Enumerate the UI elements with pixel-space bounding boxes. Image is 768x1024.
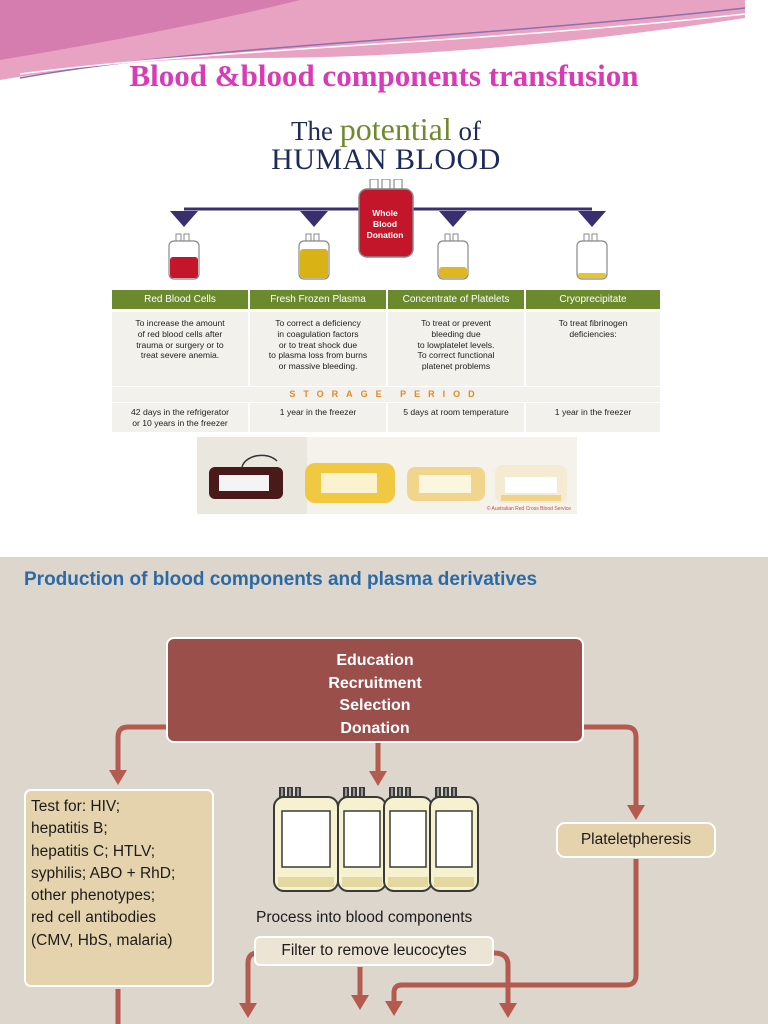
arrow-platelet-return bbox=[391, 859, 639, 1003]
column-header-plasma: Fresh Frozen Plasma bbox=[250, 290, 386, 309]
column-description-plasma: To correct a deficiency in coagulation f… bbox=[250, 312, 386, 386]
infographic-title-line2: HUMAN BLOOD bbox=[271, 143, 501, 176]
donation-label: Donation bbox=[340, 719, 410, 737]
down-arrow-icon bbox=[578, 211, 606, 227]
cryo-bag-icon bbox=[576, 233, 608, 280]
whole-blood-bag-icon bbox=[358, 179, 414, 258]
down-arrow-icon bbox=[300, 211, 328, 227]
storage-plasma: 1 year in the freezer bbox=[250, 403, 386, 432]
column-description-red-cells: To increase the amount of red blood cell… bbox=[112, 312, 248, 386]
whole-blood-label: Whole Blood Donation bbox=[366, 208, 404, 240]
arrowhead-icon bbox=[351, 995, 369, 1010]
recruitment-label: Recruitment bbox=[328, 674, 422, 692]
arrowhead-icon bbox=[499, 1003, 517, 1018]
infographic-title-line1: The potential of bbox=[291, 111, 481, 147]
arrow-to-tests bbox=[115, 724, 166, 772]
filter-box: Filter to remove leucocytes bbox=[254, 936, 494, 966]
pink-swoosh-decoration bbox=[0, 0, 746, 80]
bag-icon bbox=[337, 787, 387, 892]
bag-icon bbox=[383, 787, 433, 892]
process-label: Process into blood components bbox=[256, 909, 473, 926]
selection-label: Selection bbox=[339, 697, 411, 714]
storage-cryo: 1 year in the freezer bbox=[526, 403, 660, 432]
bottom-slide: Production of blood components and plasm… bbox=[0, 557, 768, 1024]
down-arrow-icon bbox=[439, 211, 467, 227]
bag-icon bbox=[273, 787, 339, 892]
plateletpheresis-box: Plateletpheresis bbox=[556, 822, 716, 858]
arrowhead-icon bbox=[239, 1003, 257, 1018]
storage-platelets: 5 days at room temperature bbox=[388, 403, 524, 432]
plasma-bag-icon bbox=[298, 233, 330, 280]
title-highlight: potential bbox=[339, 111, 452, 147]
testing-box: Test for: HIV; hepatitis B; hepatitis C;… bbox=[24, 789, 214, 987]
donation-bags-icon bbox=[273, 787, 479, 892]
storage-red-cells: 42 days in the refrigerator or 10 years … bbox=[112, 403, 248, 432]
donation-process-box: Education Recruitment Selection Donation bbox=[166, 637, 584, 743]
arrowhead-icon bbox=[369, 771, 387, 786]
arrow-to-plateletpheresis bbox=[584, 724, 639, 807]
red-cell-bag-icon bbox=[168, 233, 200, 280]
platelet-bag-icon bbox=[437, 233, 469, 280]
bag-icon bbox=[429, 787, 479, 892]
slide-title: Blood &blood components transfusion bbox=[129, 58, 639, 93]
column-header-red-cells: Red Blood Cells bbox=[112, 290, 248, 309]
production-title: Production of blood components and plasm… bbox=[24, 569, 538, 590]
education-label: Education bbox=[336, 652, 414, 669]
arrow-filter-right bbox=[493, 950, 511, 1005]
column-description-platelets: To treat or prevent bleeding due to lowp… bbox=[388, 312, 524, 386]
arrowhead-icon bbox=[385, 1001, 403, 1016]
storage-period-label: STORAGE PERIOD bbox=[112, 387, 660, 402]
blood-bags-photo: © Australian Red Cross Blood Service bbox=[197, 437, 577, 514]
column-header-cryo: Cryoprecipitate bbox=[526, 290, 660, 309]
blood-bags-graphic bbox=[168, 179, 608, 280]
blood-potential-infographic: The potential of HUMAN BLOOD bbox=[112, 107, 660, 432]
arrowhead-icon bbox=[627, 805, 645, 820]
arrowhead-icon bbox=[109, 770, 127, 785]
top-slide: Blood &blood components transfusion The … bbox=[0, 0, 746, 514]
blood-bags-photo-illustration bbox=[197, 437, 577, 514]
photo-credit: © Australian Red Cross Blood Service bbox=[486, 506, 571, 512]
down-arrow-icon bbox=[170, 211, 198, 227]
column-header-platelets: Concentrate of Platelets bbox=[388, 290, 524, 309]
column-description-cryo: To treat fibrinogen deficiencies: bbox=[526, 312, 660, 386]
